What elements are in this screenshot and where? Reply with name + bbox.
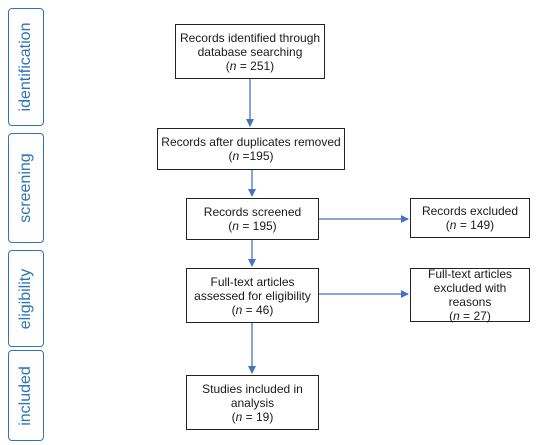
box-text-line: Records excluded: [421, 204, 519, 218]
box-records-screened: Records screened (n = 195): [186, 198, 319, 240]
box-count: (n =195): [228, 149, 274, 163]
box-studies-included: Studies included in analysis (n = 19): [186, 375, 319, 430]
box-text-line: Records after duplicates removed: [161, 135, 341, 149]
box-fulltext-excluded: Full-text articles excluded with reasons…: [410, 267, 530, 323]
box-text-line: excluded with reasons: [433, 281, 507, 309]
box-text-line: Records identified through: [179, 30, 321, 45]
stage-label-included: included: [8, 350, 44, 441]
stage-label-eligibility: eligibility: [8, 250, 44, 347]
box-count: (n = 27): [449, 309, 491, 323]
box-text-line: database searching: [197, 44, 303, 59]
box-records-excluded: Records excluded (n = 149): [410, 198, 530, 238]
box-text-line: analysis: [230, 395, 275, 410]
box-text-line: assessed for eligibility: [194, 288, 311, 303]
box-count: (n = 251): [225, 58, 275, 73]
box-count: (n = 149): [445, 218, 495, 232]
box-text-line: Records screened: [203, 205, 302, 219]
box-count: (n = 19): [231, 409, 274, 424]
box-text-line: Studies included in: [202, 381, 303, 396]
box-after-duplicates: Records after duplicates removed (n =195…: [157, 128, 345, 170]
stage-label-identification: identification: [8, 8, 44, 126]
box-fulltext-assessed: Full-text articles assessed for eligibil…: [186, 268, 319, 323]
stage-label-screening: screening: [8, 133, 44, 243]
box-text-line: Full-text articles: [210, 274, 295, 289]
box-count: (n = 46): [231, 302, 274, 317]
box-text-line: Full-text articles: [427, 267, 513, 281]
box-count: (n = 195): [228, 219, 277, 233]
box-records-identified: Records identified through database sear…: [175, 24, 325, 79]
